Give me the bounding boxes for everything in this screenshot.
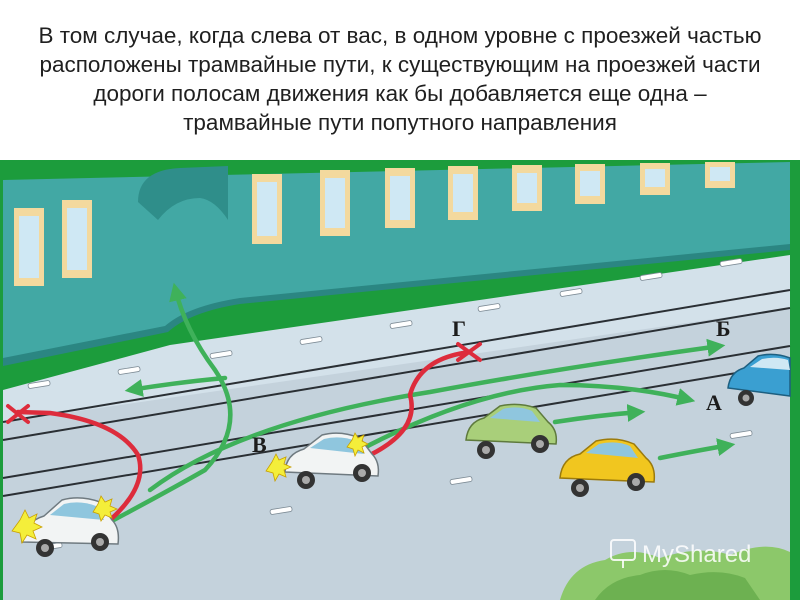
arrow-green-car-straight (552, 403, 646, 425)
arrow-a-from-middle-car (357, 382, 696, 453)
red-u-turn (15, 409, 143, 533)
red-trajectories (15, 349, 473, 533)
arrow-turn-left-from-left-car (107, 282, 233, 525)
building-windows (14, 162, 735, 286)
label-v: В (252, 432, 267, 457)
blinker-icon (92, 495, 119, 522)
car-white-middle (265, 432, 380, 489)
label-b: Б (716, 316, 731, 341)
red-left-turn-g (367, 349, 473, 458)
caption: В том случае, когда слева от вас, в одно… (0, 0, 800, 158)
building (3, 162, 790, 366)
caption-line-3: дороги полосам движения как бы добавляет… (93, 81, 707, 106)
blinker-icon (11, 509, 43, 545)
blinker-icon (265, 453, 293, 483)
building-arch (138, 166, 228, 220)
car-green (465, 403, 558, 459)
myshared-logo: MyShared (610, 539, 751, 568)
caption-line-4: трамвайные пути попутного направления (183, 110, 617, 135)
roadway (3, 308, 790, 600)
car-yellow (559, 438, 656, 497)
traffic-scene: А Б В Г MyShared (0, 160, 800, 600)
label-a: А (706, 390, 722, 415)
green-trajectories (107, 282, 736, 525)
traffic-illustration: А Б В Г MyShared (0, 160, 800, 600)
forbidden-marks (6, 342, 482, 424)
blinker-icon (346, 432, 369, 458)
label-g: Г (452, 316, 466, 341)
arrow-left-along-track (124, 375, 228, 397)
arrow-b-from-left-car (147, 338, 726, 493)
car-blue (727, 353, 791, 406)
caption-line-1: В том случае, когда слева от вас, в одно… (38, 23, 762, 48)
watermark-text: MyShared (642, 541, 751, 568)
arrow-yellow-car-straight (657, 438, 736, 461)
car-white-left (11, 495, 120, 557)
caption-line-2: расположены трамвайные пути, к существую… (39, 52, 761, 77)
